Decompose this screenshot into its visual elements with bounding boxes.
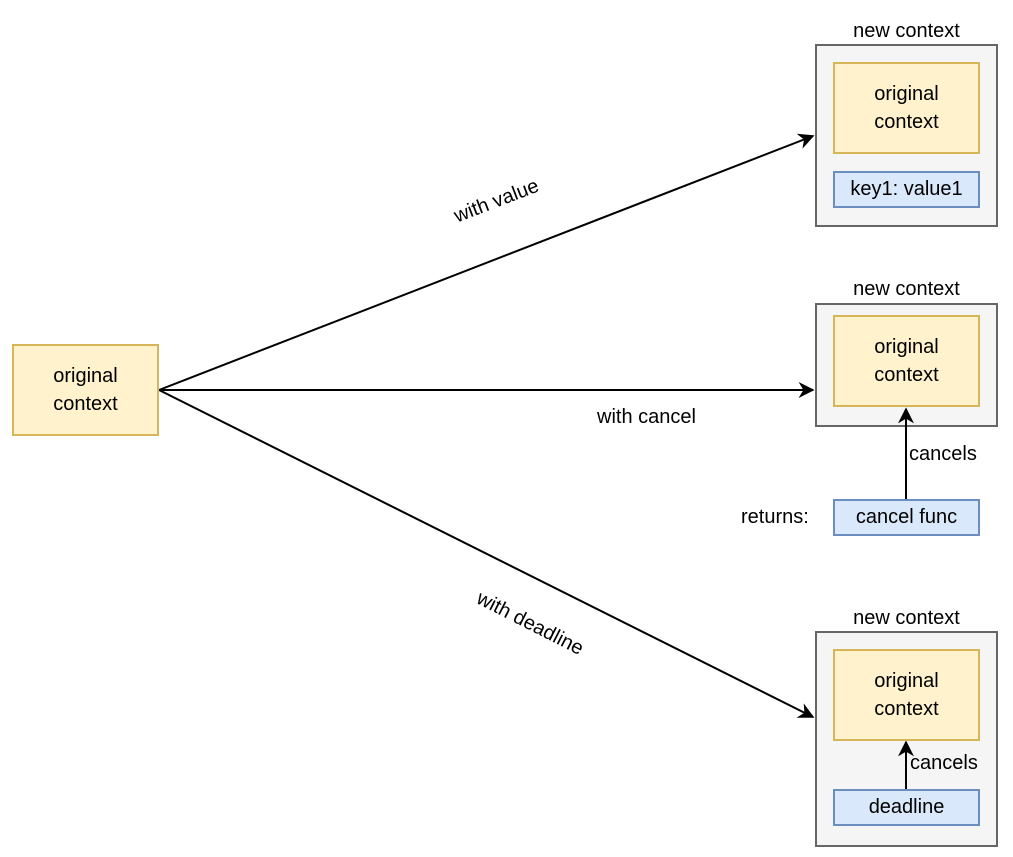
deadline-node: deadline — [833, 789, 980, 826]
deadline-context-title: new context — [853, 607, 960, 629]
cancel-inner-context-node: original context — [833, 315, 980, 407]
cancel-context-title: new context — [853, 278, 960, 300]
with-cancel-label: with cancel — [597, 406, 696, 428]
cancel-func-cancels-label: cancels — [909, 443, 977, 465]
original-context-label: original context — [53, 365, 118, 415]
value-inner-context-node: original context — [833, 62, 980, 154]
value-inner-context-label: original context — [874, 83, 939, 133]
key-value-label: key1: value1 — [850, 178, 963, 200]
returns-label: returns: — [741, 506, 809, 528]
cancel-func-node: cancel func — [833, 499, 980, 536]
key-value-node: key1: value1 — [833, 171, 980, 208]
with-deadline-edge — [158, 389, 815, 718]
with-value-edge — [158, 133, 815, 391]
deadline-cancels-label: cancels — [910, 752, 978, 774]
deadline-inner-context-label: original context — [874, 670, 939, 720]
value-context-title: new context — [853, 20, 960, 42]
cancel-func-label: cancel func — [855, 506, 958, 528]
deadline-label: deadline — [868, 796, 945, 818]
cancel-inner-context-label: original context — [874, 336, 939, 386]
deadline-inner-context-node: original context — [833, 649, 980, 741]
original-context-node: original context — [12, 344, 159, 436]
